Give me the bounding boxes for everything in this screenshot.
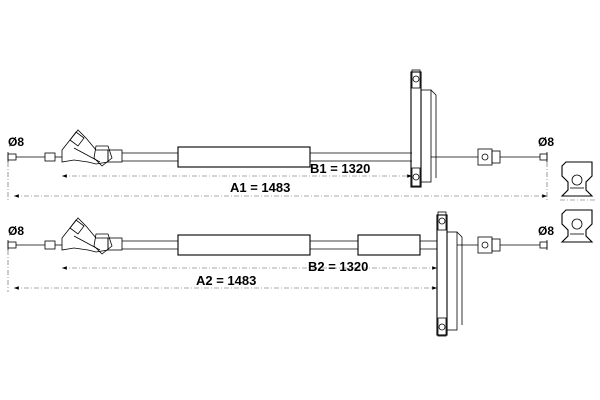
dimension-b2-label: B2 = 1320 [308,259,368,274]
cable-assembly-bottom: Ø8 Ø8 B2 = 1320 A2 = 1483 [7,211,554,337]
left-diameter-label-top: Ø8 [8,135,24,149]
right-end-fitting-bottom [457,236,548,254]
right-diameter-label-top: Ø8 [538,135,554,149]
right-diameter-label-bottom: Ø8 [538,224,554,238]
mounting-plate-bottom [436,211,463,337]
left-bracket-top [61,129,123,167]
left-bracket-bottom [61,217,123,255]
right-end-fitting-top [431,148,548,166]
left-diameter-label-bottom: Ø8 [8,224,24,238]
sheath-top [122,146,412,168]
sleeve-bottom-2 [357,234,421,256]
mounting-plate-top [410,69,437,188]
end-detail-view [560,161,596,243]
left-end-fitting-bottom [7,240,62,250]
sheath-bottom [122,234,437,256]
dimension-a2-label: A2 = 1483 [196,273,256,288]
left-end-fitting-top [7,152,62,162]
sleeve-bottom-1 [177,234,311,256]
dimension-a1-label: A1 = 1483 [230,180,290,195]
sleeve-top [177,146,311,168]
cable-assembly-top: Ø8 Ø8 B1 = 1320 A1 = 1483 [7,69,554,200]
dimension-b1-label: B1 = 1320 [310,161,370,176]
